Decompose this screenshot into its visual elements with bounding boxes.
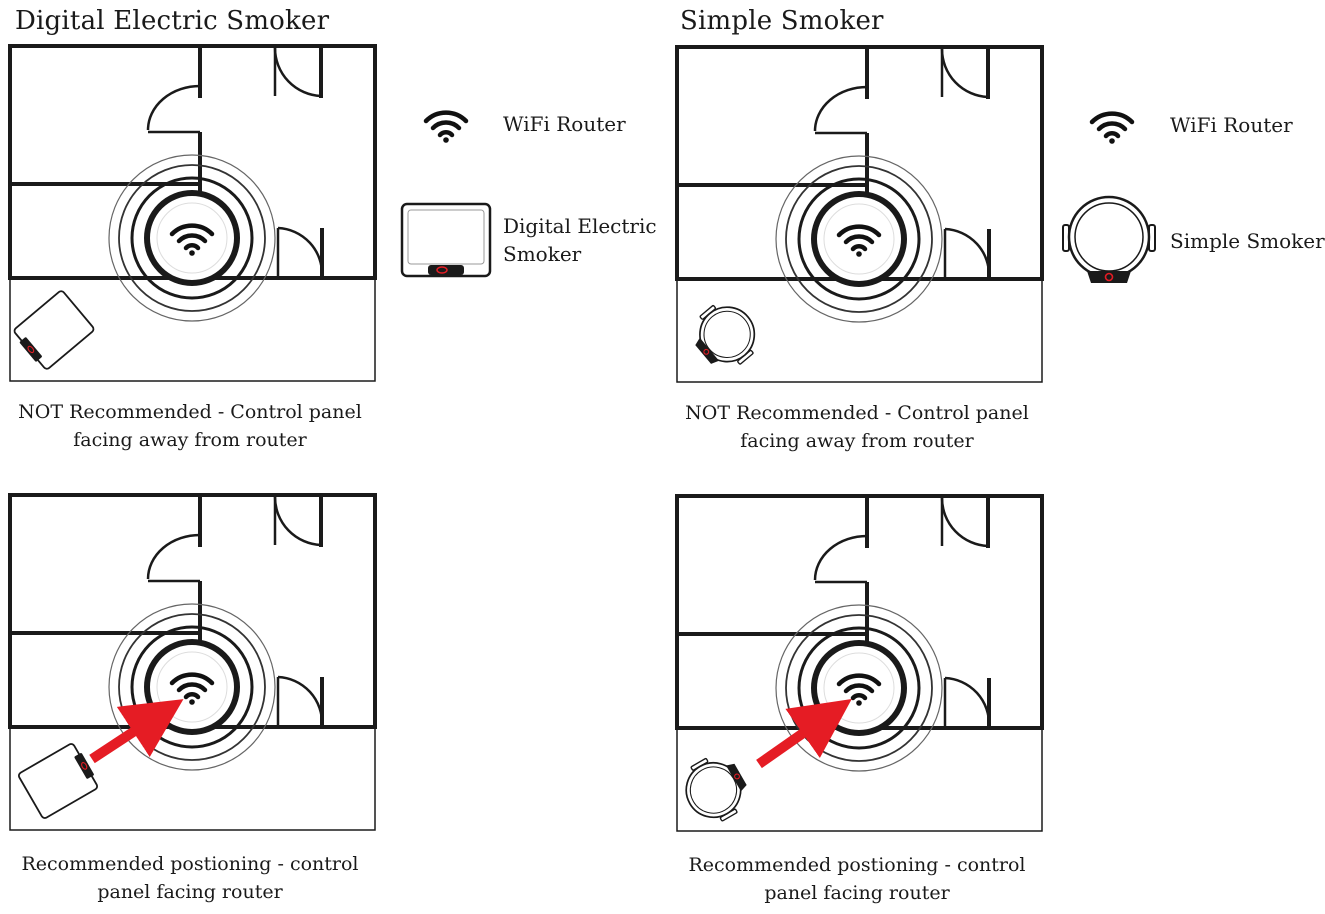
left-title: Digital Electric Smoker: [15, 6, 330, 36]
left-legend-smoker-icon: [398, 201, 494, 281]
arrow-to-router: [89, 699, 184, 764]
left-legend-wifi-icon: [418, 100, 474, 150]
digital-electric-smoker-icon: [13, 290, 95, 370]
left-top-floorplan: [8, 44, 378, 384]
right-bottom-caption: Recommended postioning - control panel f…: [675, 851, 1039, 907]
right-legend-smoker-label: Simple Smoker: [1170, 229, 1325, 253]
right-legend-smoker-icon: [1060, 195, 1158, 293]
left-legend-smoker-label: Digital Electric Smoker: [503, 212, 657, 268]
right-title: Simple Smoker: [680, 6, 884, 36]
left-bottom-floorplan: [8, 493, 378, 833]
left-bottom-caption-line2: panel facing router: [97, 881, 283, 903]
left-top-caption-line2: facing away from router: [73, 429, 307, 451]
left-legend-smoker-label-line1: Digital Electric: [503, 214, 657, 238]
left-legend-smoker-label-line2: Smoker: [503, 242, 582, 266]
arrow-to-router: [756, 699, 852, 769]
left-legend-router-label: WiFi Router: [503, 112, 626, 136]
right-top-floorplan: [675, 45, 1045, 385]
right-legend-router-label: WiFi Router: [1170, 113, 1293, 137]
right-top-caption: NOT Recommended - Control panel facing a…: [675, 399, 1039, 455]
wifi-coverage-rings: [776, 605, 942, 771]
right-top-caption-line1: NOT Recommended - Control panel: [685, 402, 1029, 424]
digital-electric-smoker-icon: [18, 743, 98, 819]
right-bottom-floorplan: [673, 494, 1045, 834]
right-bottom-caption-line2: panel facing router: [764, 882, 950, 904]
right-legend-wifi-icon: [1084, 101, 1140, 151]
wifi-coverage-rings: [776, 156, 942, 322]
right-bottom-caption-line1: Recommended postioning - control: [688, 854, 1026, 876]
left-top-caption: NOT Recommended - Control panel facing a…: [8, 398, 372, 454]
wifi-coverage-rings: [109, 155, 275, 321]
left-top-caption-line1: NOT Recommended - Control panel: [18, 401, 362, 423]
simple-smoker-icon: [673, 746, 758, 832]
wifi-coverage-rings: [109, 604, 275, 770]
left-bottom-caption-line1: Recommended postioning - control: [21, 853, 359, 875]
left-bottom-caption: Recommended postioning - control panel f…: [8, 850, 372, 906]
simple-smoker-icon: [682, 292, 769, 380]
right-top-caption-line2: facing away from router: [740, 430, 974, 452]
